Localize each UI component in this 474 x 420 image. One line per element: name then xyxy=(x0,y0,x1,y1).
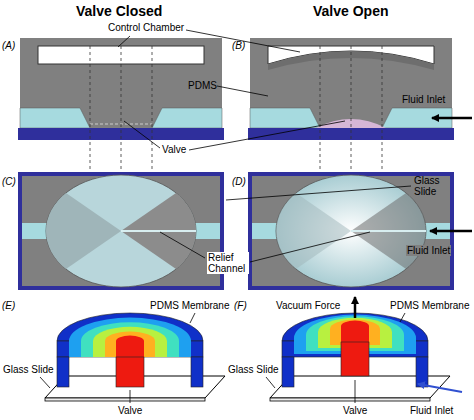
fluid-channel xyxy=(152,108,222,128)
panel-f-simulation xyxy=(270,297,462,401)
fluid-channel xyxy=(22,223,48,239)
valve-seat xyxy=(276,193,351,269)
vacuum-arrow xyxy=(354,297,357,318)
valve-pillar xyxy=(116,357,144,387)
panel-b-section xyxy=(248,38,472,140)
valve-pillar xyxy=(341,342,369,376)
part-label: Valve xyxy=(162,144,186,155)
fluid-channel xyxy=(20,108,90,128)
panel-letter: (F) xyxy=(234,300,247,311)
part-label: Glass Slide xyxy=(414,175,448,197)
inlet-arrow xyxy=(432,117,472,120)
panel-letter: (B) xyxy=(232,40,245,51)
inlet-arrow xyxy=(430,230,472,233)
valve-chamber xyxy=(46,175,196,287)
valve-seat xyxy=(121,193,196,269)
part-label: Relief Channel xyxy=(207,252,249,274)
valve-chamber xyxy=(276,175,426,287)
inlet-arrow xyxy=(418,384,462,392)
panel-letter: (C) xyxy=(2,176,16,187)
panel-letter: (E) xyxy=(2,300,15,311)
part-label: Fluid Inlet xyxy=(406,245,451,256)
panel-c-top-view xyxy=(20,174,222,288)
part-label: PDMS Membrane xyxy=(150,300,229,311)
glass-slide-edge xyxy=(270,398,430,401)
column-heading: Valve Closed xyxy=(76,3,162,19)
glass-slide-outline xyxy=(20,174,222,288)
valve-seat xyxy=(46,193,121,269)
part-label: Fluid Inlet xyxy=(402,94,445,105)
relief-channel xyxy=(351,230,426,232)
glass-slide-outline xyxy=(250,174,452,288)
glass-slide-edge xyxy=(45,398,205,401)
part-label: Vacuum Force xyxy=(276,300,340,311)
part-label: Fluid Inlet xyxy=(410,405,453,416)
panel-letter: (D) xyxy=(232,176,246,187)
part-label: Valve xyxy=(343,405,367,416)
relief-channel xyxy=(121,230,196,232)
panel-e-simulation xyxy=(45,313,225,401)
fluid-channel xyxy=(194,223,220,239)
part-label: PDMS xyxy=(188,80,217,91)
panel-d-top-view xyxy=(250,174,472,288)
alignment-lines xyxy=(90,46,382,174)
part-label: Valve xyxy=(118,405,142,416)
panel-letter: (A) xyxy=(2,40,15,51)
part-label: PDMS Membrane xyxy=(390,300,469,311)
part-label: Control Chamber xyxy=(108,22,184,33)
part-label: Glass Slide xyxy=(228,364,279,375)
valve-seat xyxy=(351,193,426,269)
fluid-channel xyxy=(252,223,278,239)
leader-lines xyxy=(40,30,411,403)
part-label: Glass Slide xyxy=(3,364,54,375)
fluid-channel xyxy=(250,108,320,128)
column-heading: Valve Open xyxy=(313,3,388,19)
